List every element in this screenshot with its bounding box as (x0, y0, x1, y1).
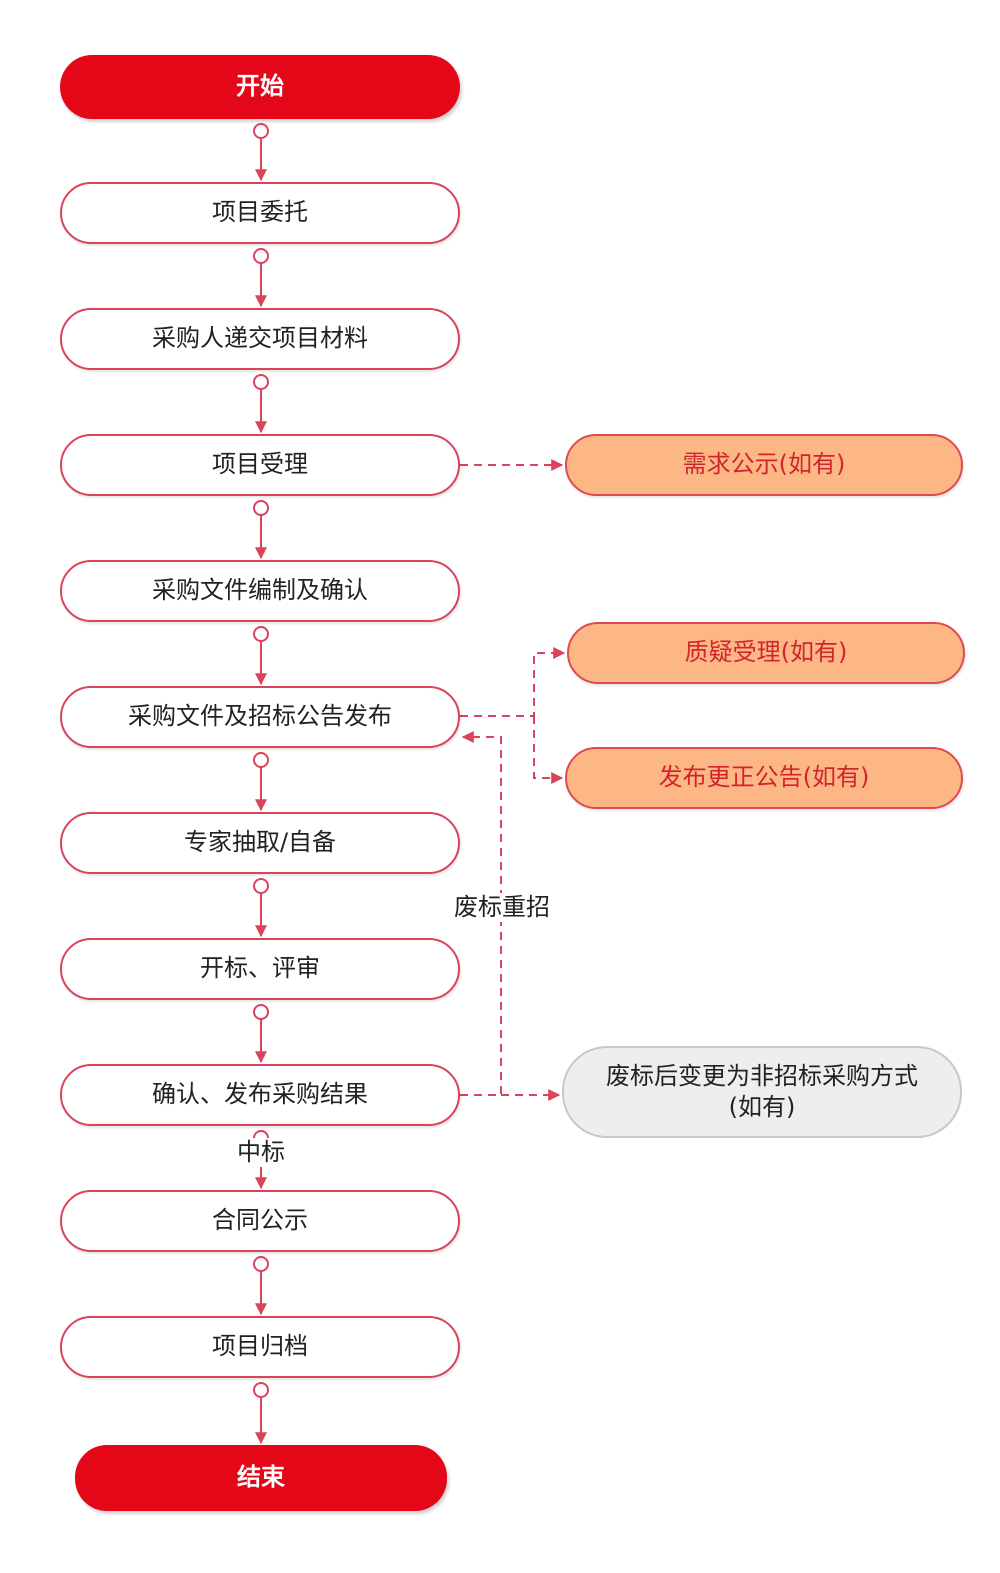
step-prepare-documents: 采购文件编制及确认 (60, 560, 460, 622)
step-expert-selection: 专家抽取/自备 (60, 812, 460, 874)
connector-start-circle (253, 500, 269, 516)
connector-start-circle (253, 1004, 269, 1020)
connector-start-circle (253, 248, 269, 264)
rebid-label: 废标重招 (452, 893, 552, 922)
step-contract-notice: 合同公示 (60, 1190, 460, 1252)
alternative-method-node: 废标后变更为非招标采购方式 (如有) (562, 1046, 962, 1138)
connector-start-circle (253, 1256, 269, 1272)
step-submit-materials: 采购人递交项目材料 (60, 308, 460, 370)
step-project-entrust: 项目委托 (60, 182, 460, 244)
correction-notice-arrow (533, 716, 564, 784)
end-node: 结束 (75, 1445, 447, 1511)
connector-start-circle (253, 626, 269, 642)
correction-notice-node: 发布更正公告(如有) (565, 747, 963, 809)
demand-notice-node: 需求公示(如有) (565, 434, 963, 496)
query-handling-node: 质疑受理(如有) (567, 622, 965, 684)
winning-bid-label: 中标 (235, 1138, 287, 1167)
start-node: 开始 (60, 55, 460, 119)
step-publish-announcement: 采购文件及招标公告发布 (60, 686, 460, 748)
step-project-acceptance: 项目受理 (60, 434, 460, 496)
step-confirm-results: 确认、发布采购结果 (60, 1064, 460, 1126)
rebid-loop-arrow (460, 731, 502, 1096)
connector-start-circle (253, 878, 269, 894)
connector-start-circle (253, 1382, 269, 1398)
step-bid-opening-review: 开标、评审 (60, 938, 460, 1000)
connector-start-circle (253, 752, 269, 768)
alternative-method-note: (如有) (728, 1093, 796, 1121)
query-handling-arrow (460, 647, 566, 717)
connector-start-circle (253, 374, 269, 390)
connector-start-circle (253, 123, 269, 139)
step-project-archive: 项目归档 (60, 1316, 460, 1378)
alternative-method-text: 废标后变更为非招标采购方式 (606, 1061, 918, 1090)
